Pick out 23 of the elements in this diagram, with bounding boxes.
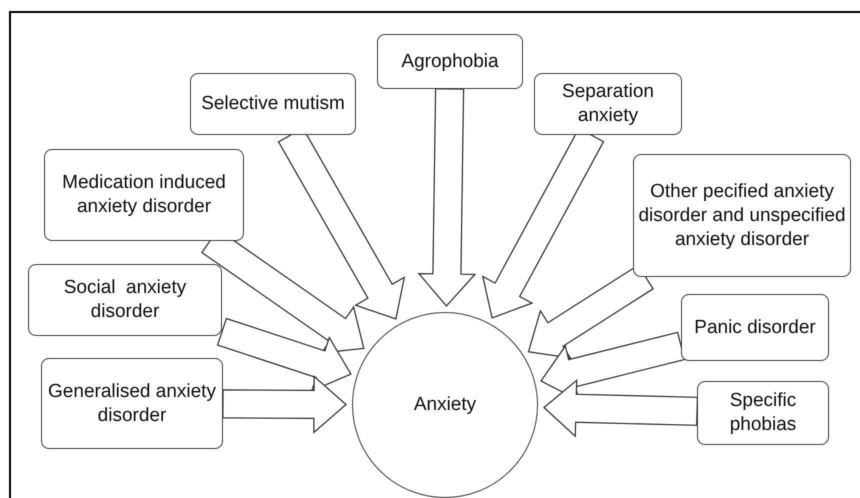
node-label: Generalised anxiety disorder bbox=[47, 380, 217, 428]
node-label: Medication induced anxiety disorder bbox=[61, 171, 227, 219]
category-box bbox=[28, 264, 222, 336]
node-label: Panic disorder bbox=[694, 316, 816, 340]
category-box bbox=[190, 73, 356, 135]
node-label: Anxiety bbox=[414, 393, 476, 417]
block-arrow bbox=[543, 378, 698, 438]
node-label: Social anxiety disorder bbox=[62, 276, 188, 324]
node-label: Agrophobia bbox=[401, 50, 499, 74]
block-arrow bbox=[216, 318, 352, 392]
block-arrow bbox=[222, 375, 347, 434]
node-label: Separation anxiety bbox=[561, 80, 655, 128]
category-box bbox=[681, 294, 829, 361]
category-box bbox=[41, 358, 223, 449]
block-arrow bbox=[418, 88, 476, 307]
node-label: Other pecified anxiety disorder and unspecified anxiety disorder bbox=[638, 180, 846, 252]
category-box bbox=[44, 149, 244, 241]
category-box bbox=[697, 381, 829, 445]
category-box bbox=[377, 34, 523, 89]
node-label: Selective mutism bbox=[201, 92, 345, 116]
category-box bbox=[534, 73, 682, 135]
node-label: Specific phobias bbox=[728, 389, 798, 437]
category-box bbox=[633, 154, 851, 277]
